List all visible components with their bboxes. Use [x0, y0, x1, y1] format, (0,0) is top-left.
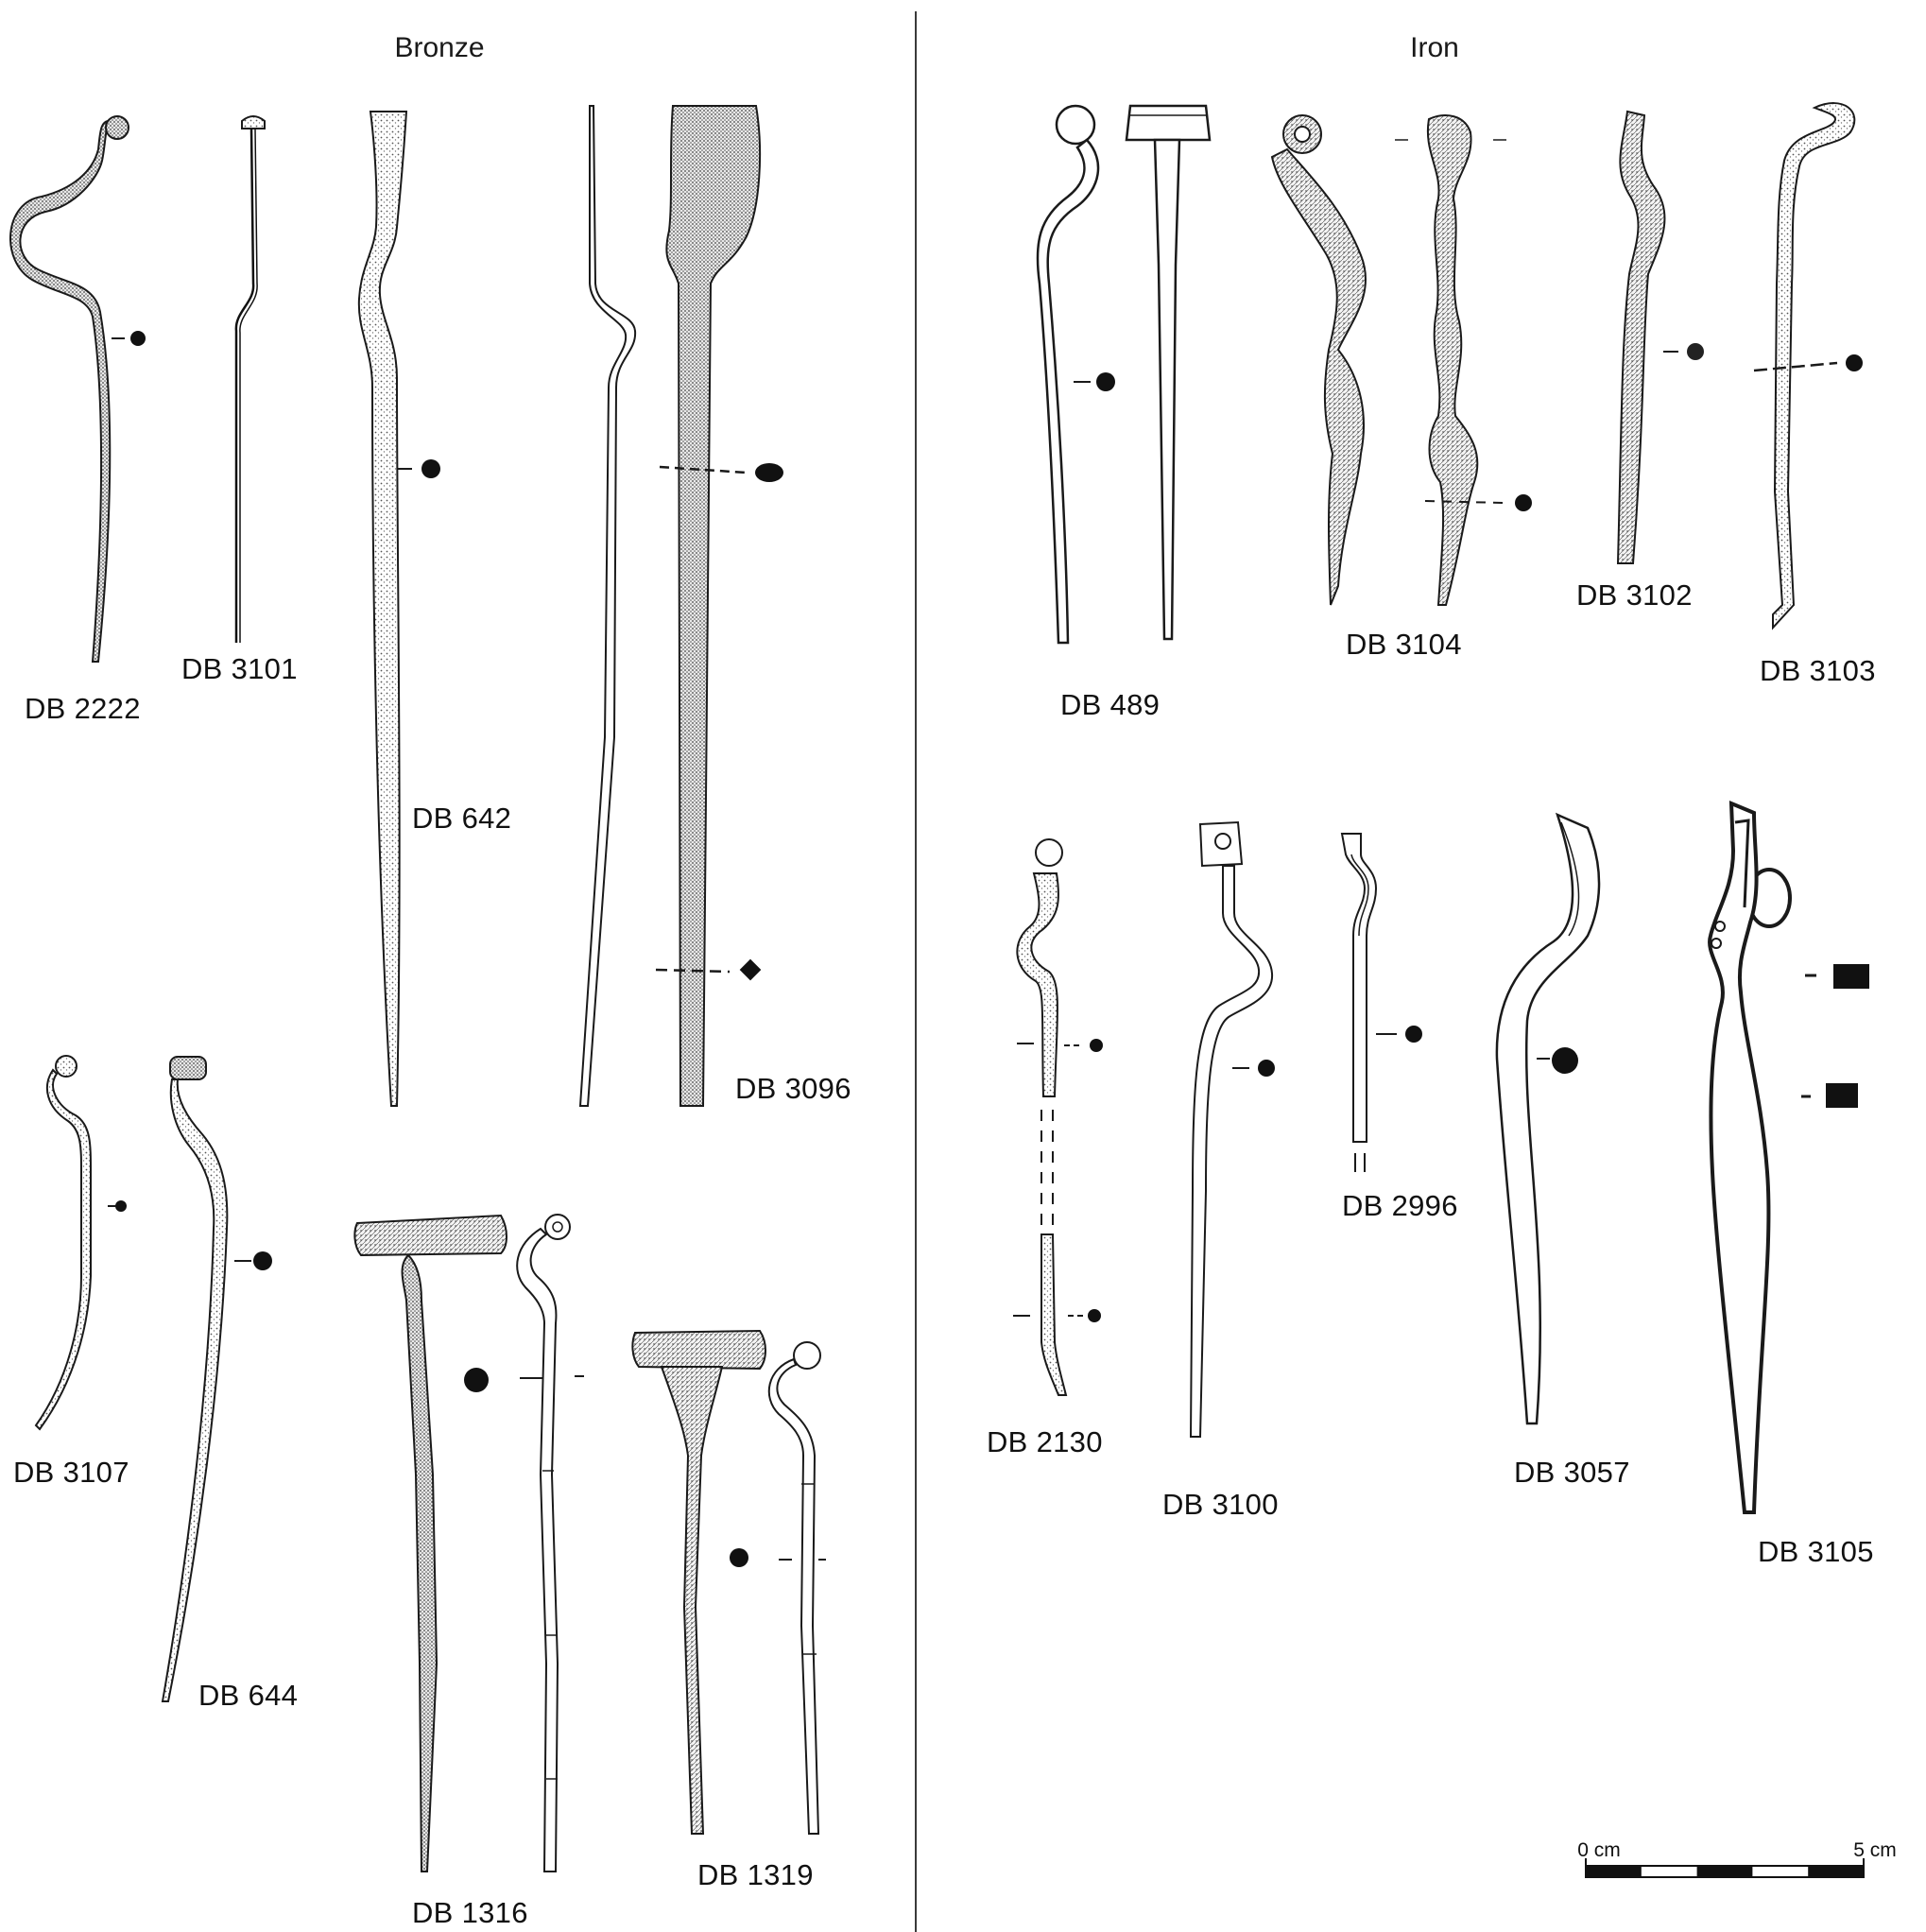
pin-db2222-drawing	[9, 115, 146, 663]
pin-db2130-drawing	[1013, 838, 1103, 1396]
pin-db3101-drawing	[234, 115, 266, 643]
pin-db3107-drawing	[34, 1055, 127, 1431]
section-circle	[1405, 1026, 1422, 1043]
specimen-label-db3057: DB 3057	[1514, 1456, 1630, 1489]
scale-segment-dark	[1808, 1866, 1864, 1877]
section-circle	[115, 1200, 127, 1212]
panel-divider	[915, 11, 917, 1932]
section-circle	[421, 459, 440, 478]
section-square	[1833, 964, 1869, 989]
scale-start-label: 0 cm	[1577, 1839, 1621, 1861]
scale-bar	[1585, 1858, 1865, 1878]
specimen-label-db644: DB 644	[198, 1679, 299, 1712]
specimen-label-db2996: DB 2996	[1342, 1189, 1458, 1222]
pin-db1316-drawing	[353, 1214, 584, 1872]
bronze-panel-title: Bronze	[394, 32, 485, 63]
specimen-label-db1319: DB 1319	[697, 1858, 814, 1891]
section-circle	[1258, 1060, 1275, 1077]
specimen-label-db642: DB 642	[412, 802, 512, 835]
section-circle	[1096, 372, 1115, 391]
specimen-label-db3100: DB 3100	[1162, 1488, 1279, 1521]
section-circle	[1687, 343, 1704, 360]
specimen-label-db3103: DB 3103	[1760, 654, 1876, 687]
pin-db3104-drawing	[1270, 114, 1532, 606]
section-oval	[755, 463, 783, 482]
specimen-label-db489: DB 489	[1060, 688, 1161, 721]
pin-db3100-drawing	[1189, 820, 1275, 1438]
section-circle	[1552, 1047, 1578, 1074]
specimen-label-db2222: DB 2222	[25, 692, 141, 725]
specimen-label-db3104: DB 3104	[1346, 628, 1462, 661]
iron-panel-title: Iron	[1410, 32, 1459, 63]
section-square	[1826, 1083, 1858, 1108]
specimen-label-db3096: DB 3096	[735, 1072, 851, 1105]
section-diamond	[739, 958, 762, 981]
pin-db1319-drawing	[631, 1329, 826, 1835]
section-circle	[130, 331, 146, 346]
section-circle	[1846, 354, 1863, 371]
section-circle	[464, 1368, 489, 1392]
pin-db642-drawing	[357, 111, 440, 1107]
pin-db3102-drawing	[1616, 110, 1704, 564]
pin-db3096-drawing	[578, 105, 783, 1107]
scale-segment-dark	[1696, 1866, 1753, 1877]
specimen-label-db3102: DB 3102	[1576, 578, 1693, 612]
pin-db644-drawing	[161, 1056, 272, 1702]
specimen-label-db3101: DB 3101	[181, 652, 298, 685]
scale-segment-dark	[1586, 1866, 1642, 1877]
specimen-label-db3105: DB 3105	[1758, 1535, 1874, 1568]
pin-db2996-drawing	[1340, 833, 1422, 1172]
pin-db3103-drawing	[1753, 102, 1863, 630]
scale-end-label: 5 cm	[1853, 1839, 1897, 1861]
section-circle	[253, 1251, 272, 1270]
pin-db3105-drawing	[1708, 800, 1869, 1514]
pin-db3057-drawing	[1495, 812, 1601, 1425]
specimen-label-db1316: DB 1316	[412, 1896, 528, 1929]
specimen-label-db2130: DB 2130	[987, 1425, 1103, 1458]
section-circle	[730, 1548, 748, 1567]
specimen-label-db3107: DB 3107	[13, 1456, 129, 1489]
section-circle	[1515, 494, 1532, 511]
section-circle	[1088, 1309, 1101, 1322]
section-circle	[1090, 1039, 1103, 1052]
pin-db489-drawing	[1036, 104, 1212, 645]
